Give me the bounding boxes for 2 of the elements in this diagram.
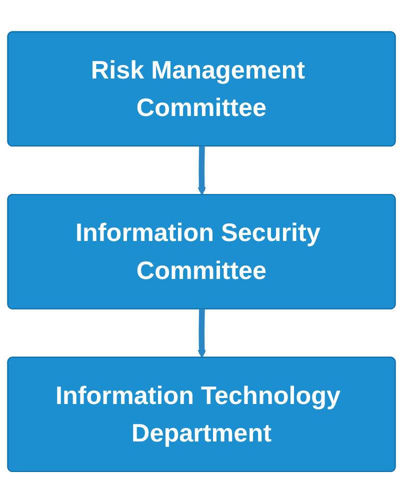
arrow: [198, 146, 206, 196]
arrow: [198, 310, 206, 358]
